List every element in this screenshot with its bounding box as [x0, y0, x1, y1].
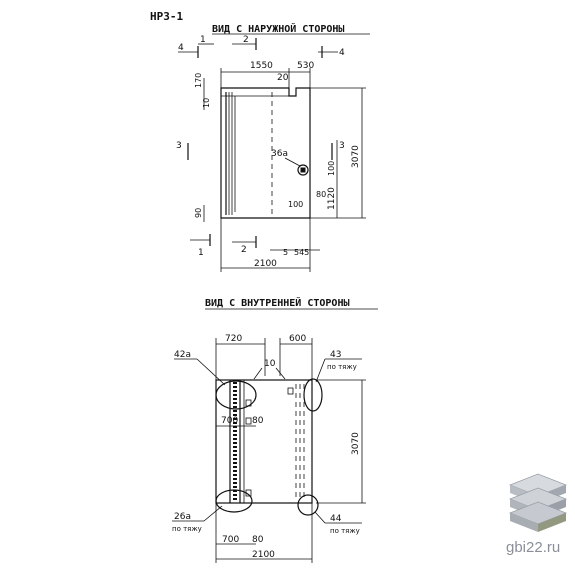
callout-43: 43: [330, 350, 341, 360]
dim-700-mid: 700: [221, 416, 238, 426]
dim-80-bottom: 80: [252, 535, 264, 545]
dim-700-bottom: 700: [222, 535, 239, 545]
inner-marker: [287, 387, 294, 395]
outer-view-title: ВИД С НАРУЖНОЙ СТОРОНЫ: [212, 22, 344, 35]
section-mark-2-top: 2: [243, 35, 249, 45]
inner-marker: [245, 417, 252, 425]
callout-oval-42a: [215, 380, 257, 410]
dim-170: 170: [194, 73, 203, 88]
dim-3070-inner: 3070: [351, 432, 361, 455]
callout-26a: 26а: [174, 512, 191, 522]
dim-100-vertical: 100: [327, 161, 336, 176]
outer-panel-outline: [220, 87, 311, 219]
section-mark-4-right: 4: [339, 48, 345, 58]
dim-545: 545: [294, 248, 309, 257]
dim-leader: [275, 367, 286, 380]
section-mark-1-top: 1: [200, 35, 206, 45]
section-mark-3-right: 3: [339, 141, 345, 151]
dim-10-top: 10: [264, 359, 276, 369]
inner-view: 42а 43 по тяжу 26а по тяжу 44 по тяжу 72…: [172, 334, 366, 563]
callout-oval-44: [297, 494, 319, 516]
dim-90: 90: [194, 208, 203, 218]
embedded-part-symbol: [297, 164, 309, 176]
section-mark-2-bottom: 2: [241, 245, 247, 255]
callout-43-note: по тяжу: [327, 363, 357, 371]
sheet-code: НРЗ-1: [150, 10, 183, 23]
dim-720: 720: [225, 334, 242, 344]
outer-view: 36а 1550 530 20 170 10 90 3070 1120 100 …: [176, 35, 366, 272]
inner-panel-outline: [215, 379, 313, 504]
inner-view-title: ВИД С ВНУТРЕННЕЙ СТОРОНЫ: [205, 296, 350, 309]
callout-leader: [314, 511, 326, 524]
embedded-part-core: [300, 167, 306, 173]
callout-26a-note: по тяжу: [172, 525, 202, 533]
dim-1550: 1550: [250, 61, 273, 71]
stacked-slabs-icon: [508, 473, 568, 532]
callout-leader: [203, 505, 223, 522]
section-mark-4-left: 4: [178, 43, 184, 53]
dim-530: 530: [297, 61, 314, 71]
callout-oval-43: [303, 378, 323, 412]
callout-leader: [284, 157, 301, 167]
callout-36a: 36а: [271, 149, 288, 159]
section-mark-3-left: 3: [176, 141, 182, 151]
dim-5: 5: [283, 248, 288, 257]
dim-100: 100: [288, 200, 303, 209]
dim-80-mid: 80: [252, 416, 264, 426]
dim-10: 10: [202, 98, 211, 108]
dim-3070-outer: 3070: [351, 145, 361, 168]
callout-leader: [315, 358, 326, 383]
dim-80: 80: [316, 190, 326, 199]
section-mark-1-bottom: 1: [198, 248, 204, 258]
callout-leader: [196, 358, 226, 386]
callout-44: 44: [330, 514, 342, 524]
dim-20: 20: [277, 73, 289, 83]
dim-600: 600: [289, 334, 306, 344]
dim-2100-outer: 2100: [254, 259, 277, 269]
dim-leader: [253, 367, 263, 380]
dim-2100-inner: 2100: [252, 550, 275, 560]
dim-1120: 1120: [327, 187, 337, 210]
callout-44-note: по тяжу: [330, 527, 360, 535]
watermark-text: gbi22.ru: [506, 539, 560, 556]
callout-oval-26a: [215, 489, 253, 513]
callout-42a: 42а: [174, 350, 191, 360]
